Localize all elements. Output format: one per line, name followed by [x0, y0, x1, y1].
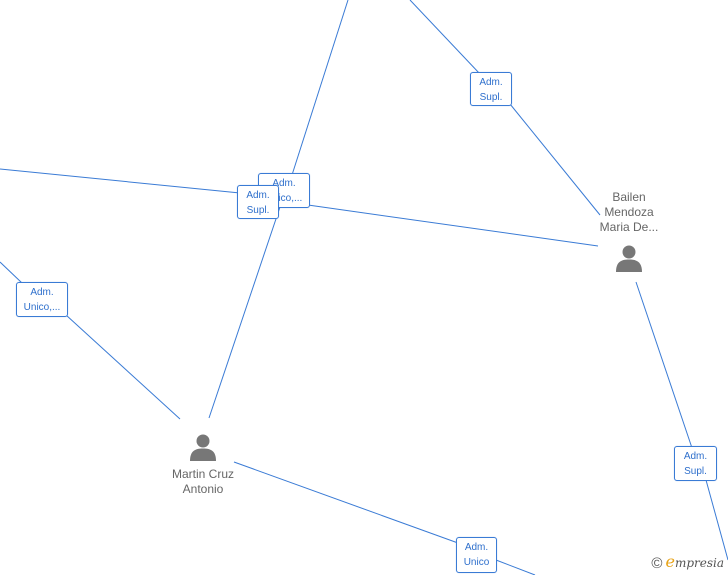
edge-line	[307, 204, 599, 247]
edge-line	[509, 103, 601, 216]
edge-line	[635, 281, 693, 449]
node-bailen-mendoza[interactable]: Bailen Mendoza Maria De...	[590, 190, 668, 272]
node-label: Bailen Mendoza Maria De...	[599, 190, 659, 234]
edge-line	[291, 0, 349, 176]
edge-line	[495, 559, 536, 575]
empresia-logo: ©empresia	[651, 552, 724, 572]
edge-label-adm-unico[interactable]: Adm. Unico,...	[16, 282, 68, 317]
edge-label-adm-supl[interactable]: Adm. Supl.	[470, 72, 512, 106]
edge-line	[65, 314, 181, 420]
edge-line	[208, 206, 281, 419]
node-martin-cruz[interactable]: Martin Cruz Antonio	[162, 433, 244, 497]
edge-line	[233, 461, 459, 544]
brand-initial: e	[665, 552, 675, 571]
edge-line	[409, 0, 481, 75]
brand-name: mpresia	[674, 556, 724, 570]
edge-label-adm-unico[interactable]: Adm. Unico	[456, 537, 497, 573]
edge-line	[0, 261, 23, 284]
edge-label-adm-supl[interactable]: Adm. Supl.	[674, 446, 717, 481]
node-label: Martin Cruz Antonio	[171, 467, 234, 496]
person-icon	[190, 434, 216, 461]
edge-line	[705, 479, 728, 561]
edge-label-adm-supl[interactable]: Adm. Supl.	[237, 185, 279, 219]
person-icon	[616, 245, 642, 272]
edge-line	[0, 168, 241, 194]
copyright-symbol: ©	[651, 555, 663, 572]
